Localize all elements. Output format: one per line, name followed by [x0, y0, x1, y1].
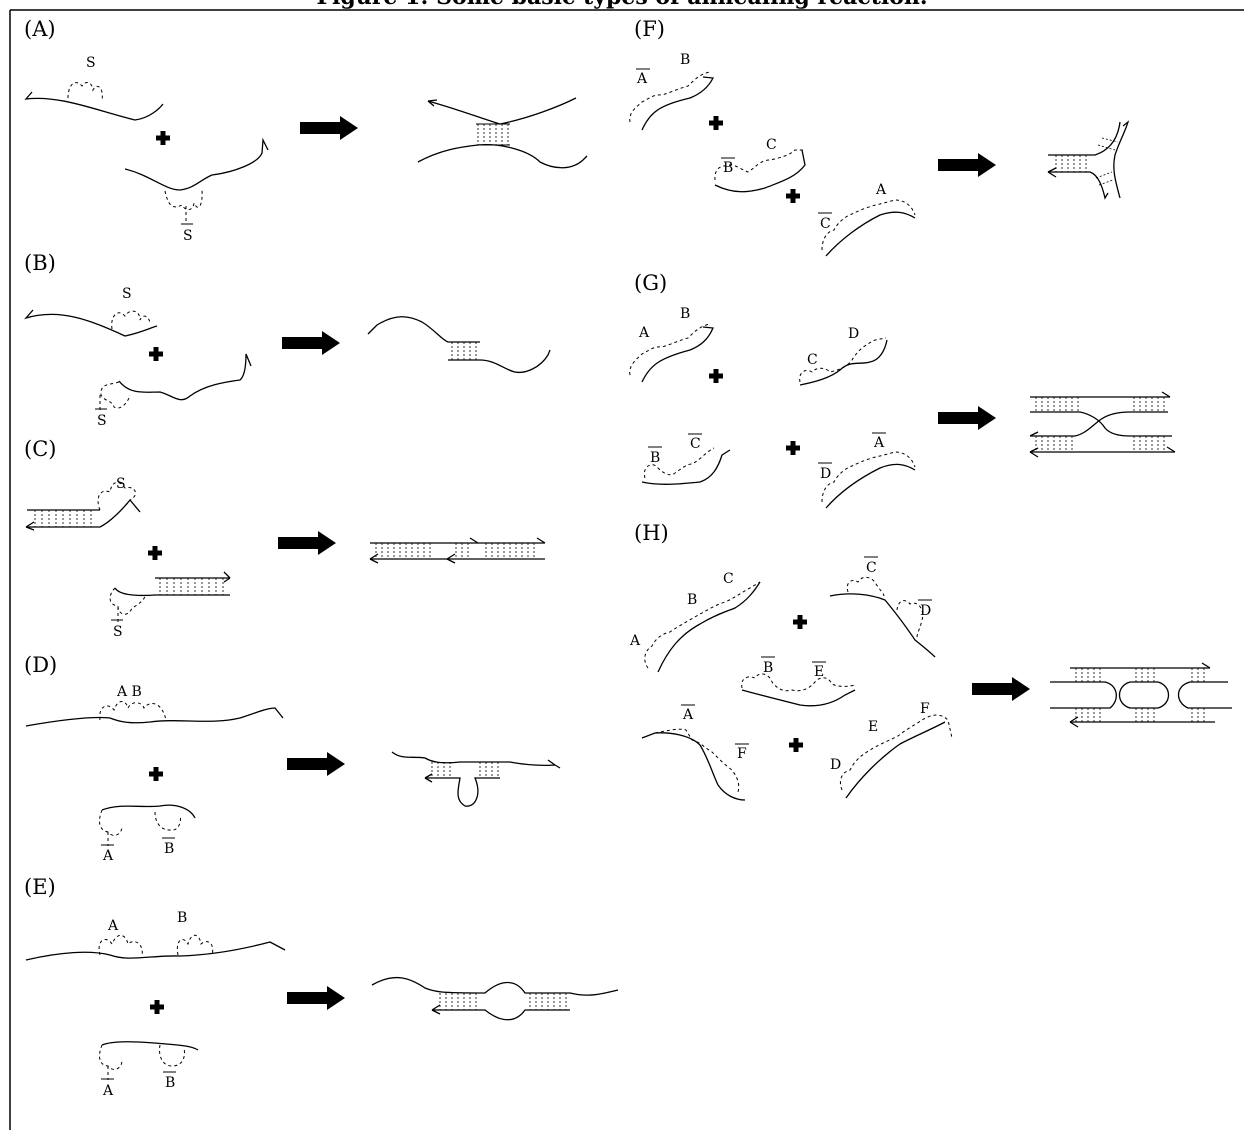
- arrow-icon-d: [287, 752, 345, 776]
- domain-label-h-b: B: [687, 592, 697, 608]
- panel-label-d: (D): [24, 653, 57, 677]
- domain-label-d-ab: A B: [116, 684, 142, 700]
- domain-label-f-b: B: [680, 52, 690, 68]
- domain-label-h-e: E: [868, 719, 878, 735]
- plus-icon-g2: [786, 441, 800, 455]
- domain-label-g-cbar: C: [690, 436, 701, 452]
- arrow-icon-f: [938, 153, 996, 177]
- panel-label-c: (C): [24, 437, 56, 461]
- arrow-icon-h: [972, 677, 1030, 701]
- panel-label-b: (B): [24, 251, 56, 275]
- plus-icon-a: [156, 131, 170, 145]
- plus-icon-e: [150, 1000, 164, 1014]
- arrow-icon-e: [287, 986, 345, 1010]
- domain-label-c-s: S: [116, 476, 126, 492]
- domain-label-g-c: C: [807, 352, 818, 368]
- domain-label-g-d: D: [848, 326, 859, 342]
- domain-label-h-ebar: E: [814, 664, 824, 680]
- product-g: [1029, 391, 1176, 458]
- domain-label-b-s: S: [122, 286, 132, 302]
- domain-label-h-dbar: D: [920, 603, 931, 619]
- panel-b: (B) S S: [24, 251, 551, 429]
- domain-label-g-bbar: B: [650, 450, 660, 466]
- domain-label-f-c: C: [766, 137, 777, 153]
- domain-label-f-abar: A: [636, 71, 648, 87]
- domain-label-g-abar: A: [873, 435, 885, 451]
- panel-label-e: (E): [24, 875, 56, 899]
- panel-h: (H) A B C C D B E A F D E F: [629, 521, 1232, 801]
- domain-label-d-abar: A: [102, 848, 114, 864]
- plus-icon-g1: [709, 369, 723, 383]
- plus-icon-h2: [789, 738, 803, 752]
- domain-label-h-c: C: [723, 571, 734, 587]
- product-f: [1047, 120, 1130, 200]
- panel-f: (F) A B B C C A: [629, 17, 1130, 257]
- panel-e: (E) A B A B: [24, 875, 619, 1099]
- domain-label-e-b: B: [177, 910, 187, 926]
- domain-label-h-bbar: B: [763, 660, 773, 676]
- domain-label-h-cbar: C: [866, 560, 877, 576]
- domain-label-a-s: S: [86, 55, 96, 71]
- domain-label-g-dbar: D: [820, 466, 831, 482]
- panel-d: (D) A B A B: [24, 653, 561, 864]
- plus-icon-f1: [709, 116, 723, 130]
- panel-label-g: (G): [634, 271, 667, 295]
- domain-label-g-b: B: [680, 306, 690, 322]
- panel-g: (G) A B C D B C D A: [629, 271, 1176, 509]
- plus-icon-b: [149, 347, 163, 361]
- domain-label-f-cbar: C: [820, 216, 831, 232]
- domain-label-e-abar: A: [102, 1083, 114, 1099]
- domain-label-h-f: F: [920, 701, 930, 717]
- domain-label-b-sbar: S: [97, 413, 107, 429]
- plus-icon-h1: [793, 615, 807, 629]
- domain-label-h-d: D: [830, 757, 841, 773]
- domain-label-f-a: A: [875, 182, 887, 198]
- plus-icon-f2: [786, 189, 800, 203]
- figure-title: Figure 1: Some basic types of annealing …: [316, 0, 927, 10]
- domain-label-h-fbar: F: [737, 746, 747, 762]
- product-h: [1050, 662, 1232, 728]
- domain-label-h-a: A: [629, 633, 641, 649]
- domain-label-h-abar: A: [682, 707, 694, 723]
- plus-icon-c: [148, 546, 162, 560]
- panel-label-f: (F): [634, 17, 665, 41]
- domain-label-e-a: A: [107, 918, 119, 934]
- panel-c: (C) S S: [24, 437, 546, 640]
- plus-icon-d: [149, 767, 163, 781]
- domain-label-c-sbar: S: [113, 624, 123, 640]
- domain-label-g-a: A: [638, 325, 650, 341]
- arrow-icon-a: [300, 116, 358, 140]
- domain-label-a-sbar: S: [183, 228, 193, 244]
- domain-label-d-bbar: B: [164, 841, 174, 857]
- product-c: [369, 537, 546, 564]
- arrow-icon-g: [938, 406, 996, 430]
- arrow-icon-c: [278, 531, 336, 555]
- arrow-icon-b: [282, 331, 340, 355]
- panel-a: (A) S S: [24, 17, 588, 244]
- panel-label-a: (A): [24, 17, 56, 41]
- domain-label-f-bbar: B: [723, 160, 733, 176]
- panel-label-h: (H): [634, 521, 669, 545]
- domain-label-e-bbar: B: [165, 1075, 175, 1091]
